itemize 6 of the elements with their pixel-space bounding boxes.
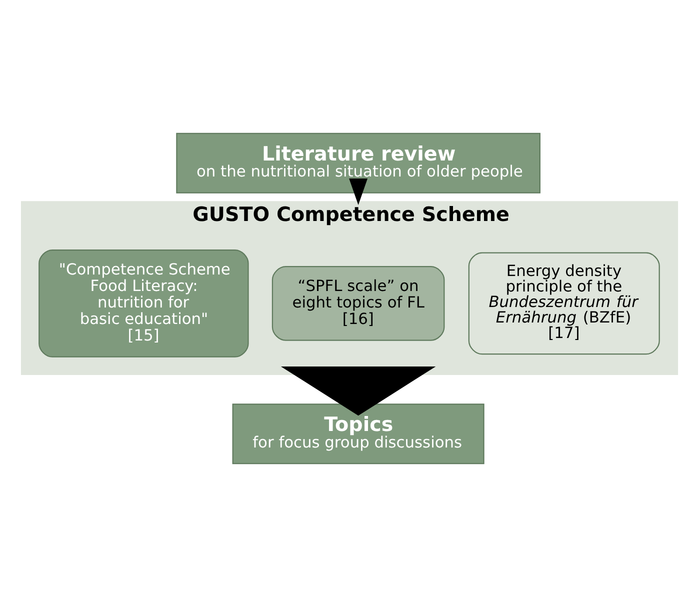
node-box: "Competence Scheme Food Literacy: nutrition for basic education" [15] bbox=[38, 249, 249, 357]
arrow bbox=[349, 178, 368, 204]
arrow bbox=[280, 366, 436, 416]
node-box: Topics for focus group discussions bbox=[232, 403, 484, 464]
node-box: “SPFL scale” on eight topics of FL [16] bbox=[272, 266, 445, 340]
node-box: Energy density principle of the Bundeszentrum für Ernährung (BZfE) [17] bbox=[468, 252, 660, 354]
